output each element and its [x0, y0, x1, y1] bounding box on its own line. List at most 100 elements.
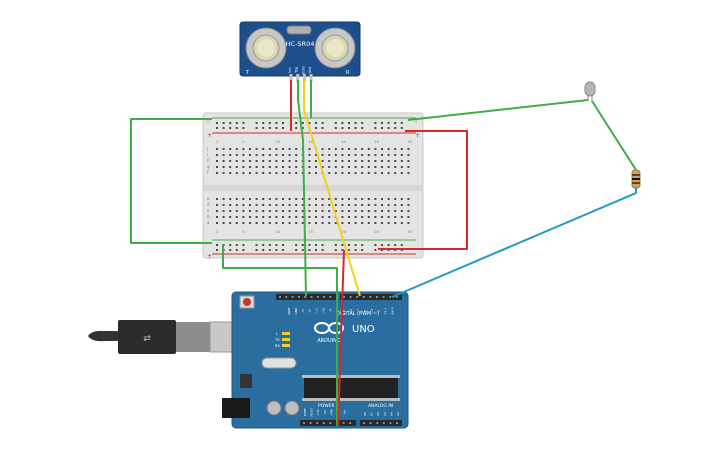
- rail-hole[interactable]: [374, 249, 377, 251]
- terminal-hole[interactable]: [367, 172, 370, 174]
- terminal-hole[interactable]: [222, 216, 225, 218]
- terminal-hole[interactable]: [387, 148, 390, 150]
- terminal-hole[interactable]: [361, 204, 364, 206]
- terminal-hole[interactable]: [334, 210, 337, 212]
- terminal-hole[interactable]: [321, 210, 324, 212]
- terminal-hole[interactable]: [255, 198, 258, 200]
- rail-hole[interactable]: [262, 127, 265, 129]
- rail-hole[interactable]: [400, 244, 403, 246]
- terminal-hole[interactable]: [262, 204, 265, 206]
- terminal-hole[interactable]: [268, 166, 271, 168]
- terminal-hole[interactable]: [361, 198, 364, 200]
- terminal-hole[interactable]: [242, 222, 245, 224]
- wire-left-ground-loop[interactable]: [130, 118, 212, 244]
- terminal-hole[interactable]: [242, 204, 245, 206]
- terminal-hole[interactable]: [275, 204, 278, 206]
- terminal-hole[interactable]: [249, 210, 251, 212]
- header-pin[interactable]: [349, 422, 352, 424]
- rail-hole[interactable]: [242, 249, 245, 251]
- header-pin[interactable]: [323, 296, 326, 298]
- terminal-hole[interactable]: [348, 166, 350, 168]
- rail-hole[interactable]: [255, 244, 258, 246]
- terminal-hole[interactable]: [354, 210, 357, 212]
- terminal-hole[interactable]: [216, 216, 218, 218]
- terminal-hole[interactable]: [288, 198, 291, 200]
- terminal-hole[interactable]: [235, 148, 238, 150]
- terminal-hole[interactable]: [229, 154, 232, 156]
- terminal-hole[interactable]: [235, 172, 238, 174]
- terminal-hole[interactable]: [374, 148, 377, 150]
- terminal-hole[interactable]: [381, 172, 383, 174]
- rail-hole[interactable]: [295, 127, 298, 129]
- rail-hole[interactable]: [341, 127, 344, 129]
- terminal-hole[interactable]: [295, 172, 298, 174]
- terminal-hole[interactable]: [255, 154, 258, 156]
- terminal-hole[interactable]: [354, 160, 357, 162]
- terminal-hole[interactable]: [400, 210, 403, 212]
- terminal-hole[interactable]: [282, 148, 284, 150]
- wire-arduino-gnd[interactable]: [222, 245, 338, 426]
- terminal-hole[interactable]: [288, 166, 291, 168]
- terminal-hole[interactable]: [381, 210, 383, 212]
- header-pin[interactable]: [389, 296, 392, 298]
- terminal-hole[interactable]: [387, 160, 390, 162]
- terminal-hole[interactable]: [262, 154, 265, 156]
- terminal-hole[interactable]: [328, 160, 331, 162]
- terminal-hole[interactable]: [288, 222, 291, 224]
- rail-hole[interactable]: [394, 127, 397, 129]
- terminal-hole[interactable]: [216, 210, 218, 212]
- terminal-hole[interactable]: [387, 154, 390, 156]
- terminal-hole[interactable]: [242, 148, 245, 150]
- terminal-hole[interactable]: [334, 172, 337, 174]
- rail-hole[interactable]: [222, 122, 225, 124]
- terminal-hole[interactable]: [268, 148, 271, 150]
- rail-hole[interactable]: [374, 127, 377, 129]
- rail-hole[interactable]: [308, 249, 311, 251]
- terminal-hole[interactable]: [400, 160, 403, 162]
- rail-hole[interactable]: [361, 244, 364, 246]
- rail-hole[interactable]: [275, 249, 278, 251]
- rail-hole[interactable]: [275, 127, 278, 129]
- terminal-hole[interactable]: [361, 154, 364, 156]
- terminal-hole[interactable]: [235, 198, 238, 200]
- terminal-hole[interactable]: [387, 166, 390, 168]
- terminal-hole[interactable]: [341, 154, 344, 156]
- terminal-hole[interactable]: [387, 210, 390, 212]
- terminal-hole[interactable]: [222, 154, 225, 156]
- terminal-hole[interactable]: [268, 160, 271, 162]
- terminal-hole[interactable]: [262, 216, 265, 218]
- terminal-hole[interactable]: [341, 210, 344, 212]
- rail-hole[interactable]: [381, 122, 383, 124]
- terminal-hole[interactable]: [400, 222, 403, 224]
- terminal-hole[interactable]: [354, 172, 357, 174]
- terminal-hole[interactable]: [282, 222, 284, 224]
- rail-hole[interactable]: [229, 244, 232, 246]
- terminal-hole[interactable]: [249, 160, 251, 162]
- terminal-hole[interactable]: [407, 198, 410, 200]
- terminal-hole[interactable]: [361, 166, 364, 168]
- terminal-hole[interactable]: [282, 166, 284, 168]
- terminal-hole[interactable]: [400, 204, 403, 206]
- terminal-hole[interactable]: [367, 148, 370, 150]
- rail-hole[interactable]: [341, 122, 344, 124]
- sensor-pin[interactable]: [302, 74, 306, 82]
- wire-sensor-trig[interactable]: [297, 80, 307, 297]
- terminal-hole[interactable]: [282, 160, 284, 162]
- terminal-hole[interactable]: [222, 210, 225, 212]
- terminal-hole[interactable]: [282, 204, 284, 206]
- terminal-hole[interactable]: [288, 210, 291, 212]
- terminal-hole[interactable]: [255, 166, 258, 168]
- terminal-hole[interactable]: [374, 210, 377, 212]
- terminal-hole[interactable]: [341, 172, 344, 174]
- terminal-hole[interactable]: [229, 172, 232, 174]
- terminal-hole[interactable]: [262, 210, 265, 212]
- rail-hole[interactable]: [295, 249, 298, 251]
- rail-hole[interactable]: [242, 122, 245, 124]
- rail-hole[interactable]: [275, 244, 278, 246]
- terminal-hole[interactable]: [348, 210, 350, 212]
- terminal-hole[interactable]: [275, 216, 278, 218]
- terminal-hole[interactable]: [308, 166, 311, 168]
- terminal-hole[interactable]: [242, 210, 245, 212]
- terminal-hole[interactable]: [268, 216, 271, 218]
- header-pin[interactable]: [285, 296, 288, 298]
